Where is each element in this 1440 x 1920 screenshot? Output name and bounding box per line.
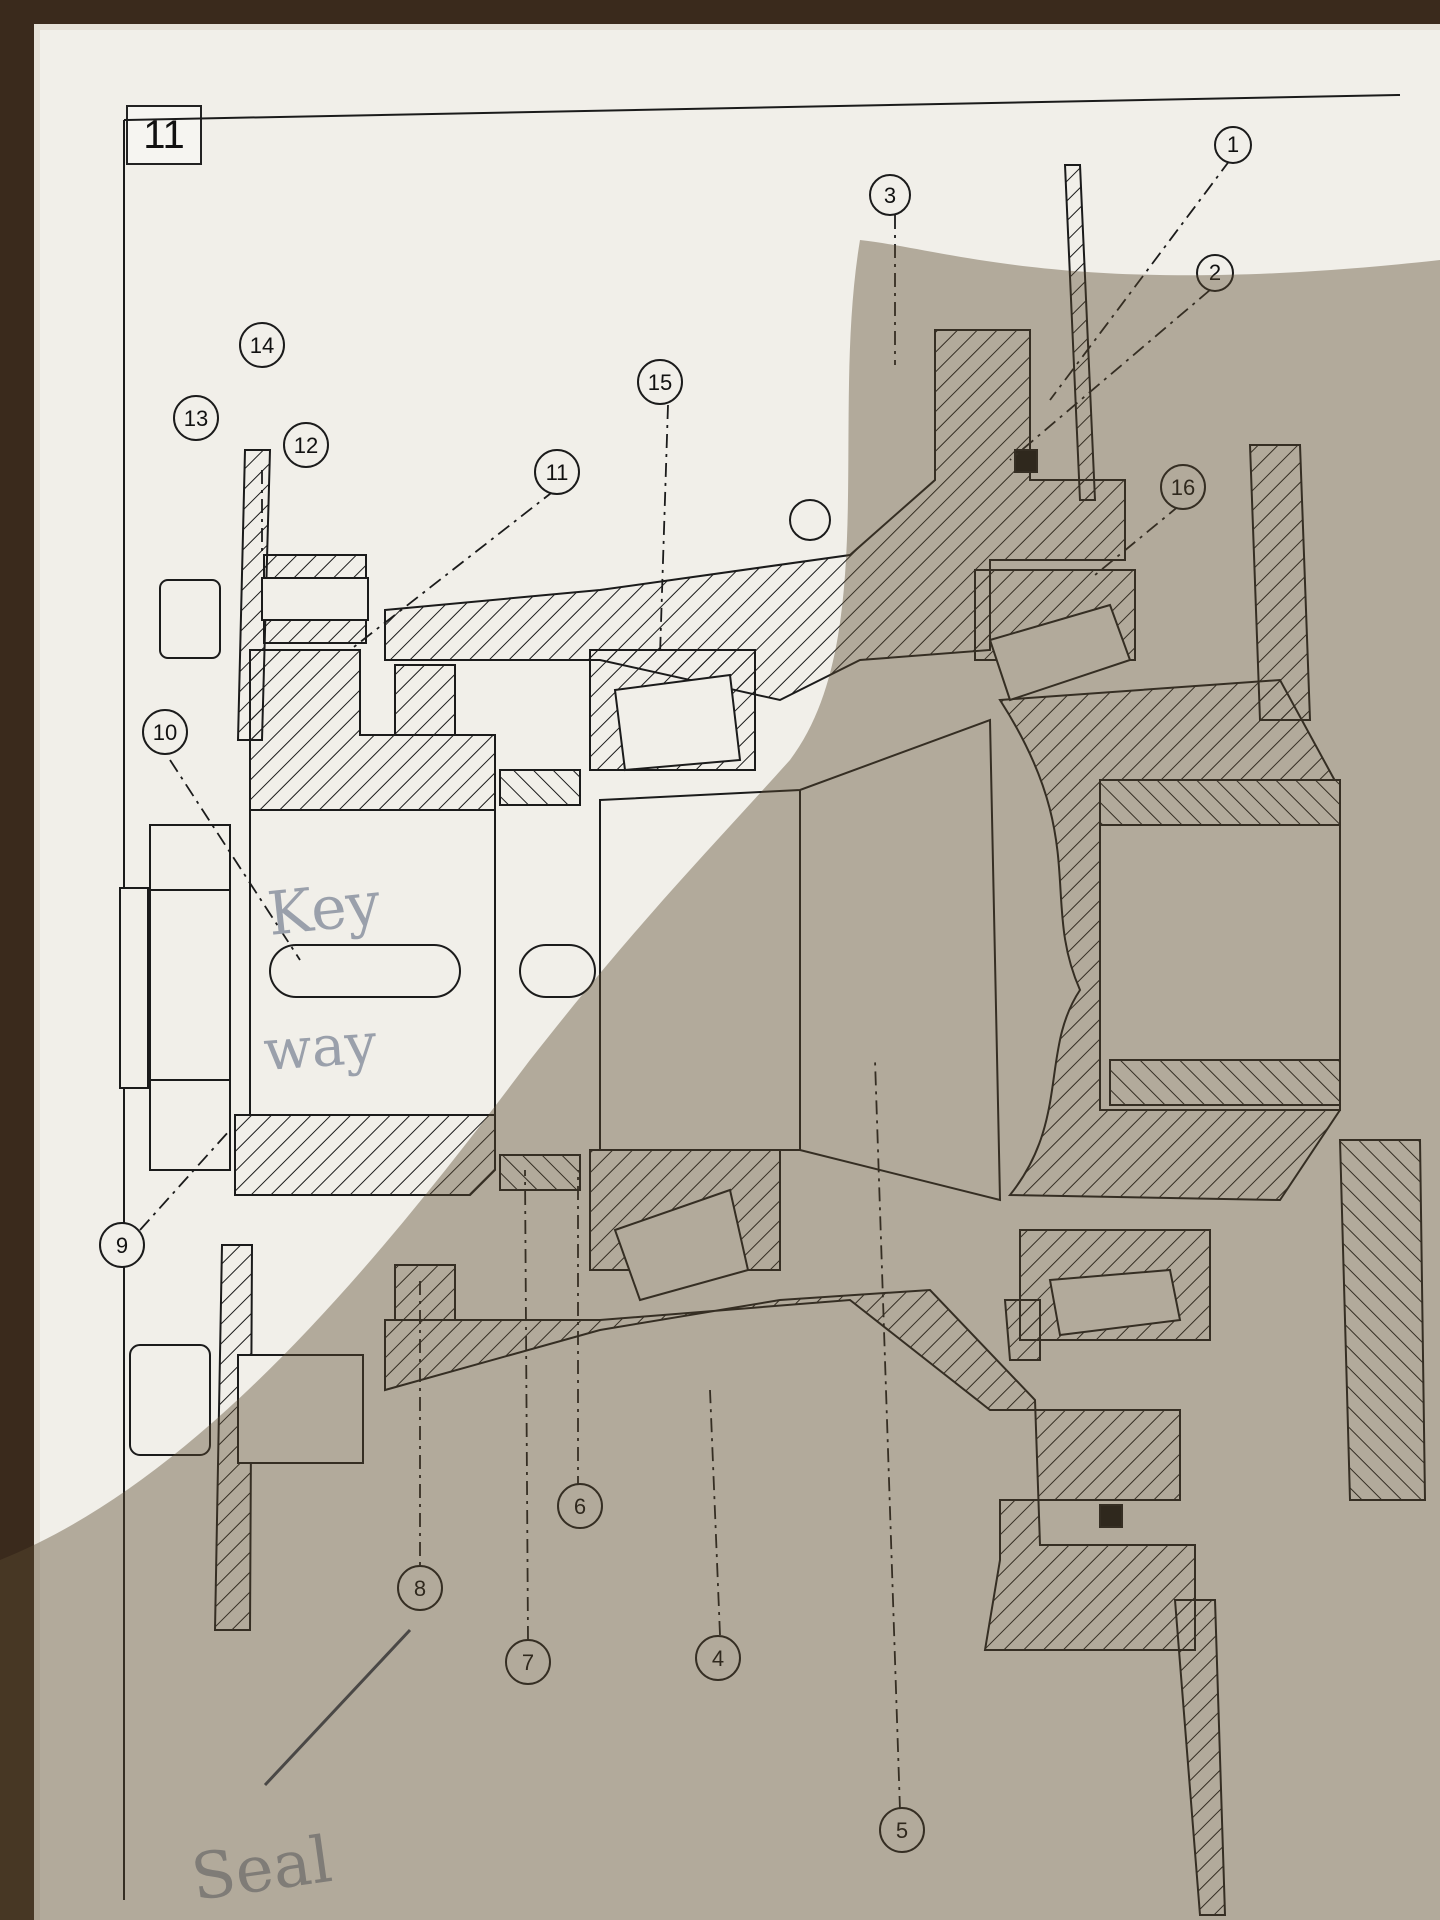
callout-15-label: 15 — [648, 370, 672, 395]
callout-7-label: 7 — [522, 1650, 534, 1675]
callout-10: 10 — [142, 709, 188, 755]
callout-7: 7 — [505, 1639, 551, 1685]
callout-11: 11 — [534, 449, 580, 495]
callout-12-label: 12 — [294, 433, 318, 458]
callout-3-label: 3 — [884, 183, 896, 208]
callout-1: 1 — [1214, 126, 1252, 164]
seals — [394, 449, 1123, 1528]
note-seal: Seal — [187, 1823, 336, 1916]
callout-6-label: 6 — [574, 1494, 586, 1519]
callouts: 1 2 3 4 5 6 7 8 9 10 11 12 13 14 15 16 — [99, 126, 1252, 1853]
callout-3: 3 — [869, 174, 911, 216]
callout-2-label: 2 — [1209, 260, 1221, 285]
note-seal-arrow — [263, 1628, 412, 1787]
callout-16-label: 16 — [1171, 475, 1195, 500]
callout-8-label: 8 — [414, 1576, 426, 1601]
right-plates — [1063, 164, 1427, 1916]
callout-4-label: 4 — [712, 1646, 724, 1671]
callout-14-label: 14 — [250, 333, 274, 358]
callout-5: 5 — [879, 1807, 925, 1853]
spindle — [599, 718, 1002, 1202]
top-bolt — [159, 554, 369, 659]
keyway — [269, 944, 596, 998]
callout-1-label: 1 — [1227, 132, 1239, 157]
callout-9-label: 9 — [116, 1233, 128, 1258]
callout-13-label: 13 — [184, 406, 208, 431]
note-way: way — [261, 1011, 379, 1084]
leader-lines — [139, 159, 1231, 1811]
callout-10-label: 10 — [153, 720, 177, 745]
callout-2: 2 — [1196, 254, 1234, 292]
callout-12: 12 — [283, 422, 329, 468]
bearings — [589, 569, 1211, 1341]
callout-6: 6 — [557, 1483, 603, 1529]
callout-14: 14 — [239, 322, 285, 368]
handwritten-notes: Key way Seal — [187, 869, 412, 1916]
callout-16: 16 — [1160, 464, 1206, 510]
callout-5-label: 5 — [896, 1818, 908, 1843]
axle-nut — [119, 824, 231, 1171]
brake-drum — [998, 678, 1341, 1202]
callout-11-label: 11 — [546, 460, 569, 485]
callout-8: 8 — [397, 1565, 443, 1611]
callout-4: 4 — [695, 1635, 741, 1681]
bottom-bolt — [129, 1344, 364, 1464]
callout-15: 15 — [637, 359, 683, 405]
figure-number-box: 11 — [126, 105, 202, 165]
callout-13: 13 — [173, 395, 219, 441]
note-key: Key — [264, 869, 383, 950]
callout-9: 9 — [99, 1222, 145, 1268]
